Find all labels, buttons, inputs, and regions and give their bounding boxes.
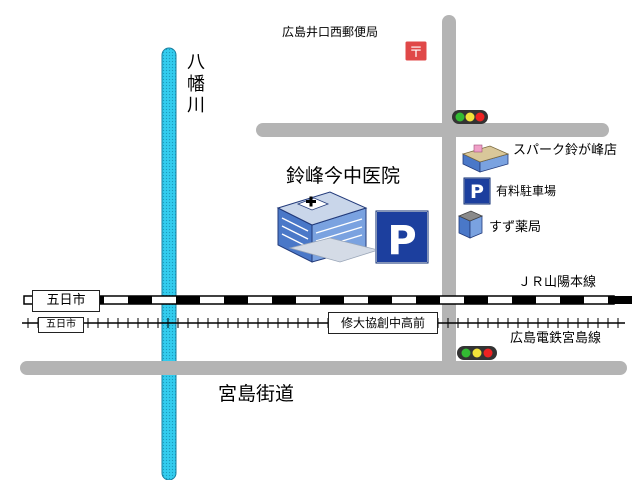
river-label: 八幡川 (187, 52, 205, 117)
paid-parking-label: 有料駐車場 (496, 184, 557, 198)
jr-station-label: 五日市 (32, 290, 100, 312)
parking-glyph: P (387, 218, 416, 264)
jr-railway (23, 295, 632, 305)
pharmacy-building-icon (457, 210, 484, 239)
supermarket-label: スパーク鈴が峰店 (513, 143, 618, 158)
tram-line-label: 広島電鉄宮島線 (510, 331, 602, 346)
tram-station-label: 五日市 (38, 317, 84, 333)
post-office-label: 広島井口西郵便局 (282, 25, 379, 39)
pharmacy-label: すず薬局 (489, 220, 542, 235)
parking-icon-small: P (463, 177, 491, 205)
jr-line-label: ＪＲ山陽本線 (518, 275, 597, 290)
tram-stop-label: 修大協創中高前 (328, 312, 438, 334)
highway-label: 宮島街道 (218, 383, 295, 405)
traffic-signal-icon (457, 346, 497, 360)
tram-railway (22, 318, 625, 328)
clinic-building-icon (276, 191, 380, 263)
clinic-label: 鈴峰今中医院 (286, 165, 401, 187)
river (161, 47, 177, 480)
parking-glyph: P (470, 181, 484, 203)
parking-icon-large: P (375, 210, 429, 264)
supermarket-icon (461, 144, 510, 173)
traffic-signal-icon (452, 110, 488, 124)
post-glyph: 〒 (409, 45, 423, 61)
post-office-icon: 〒 (404, 40, 428, 62)
